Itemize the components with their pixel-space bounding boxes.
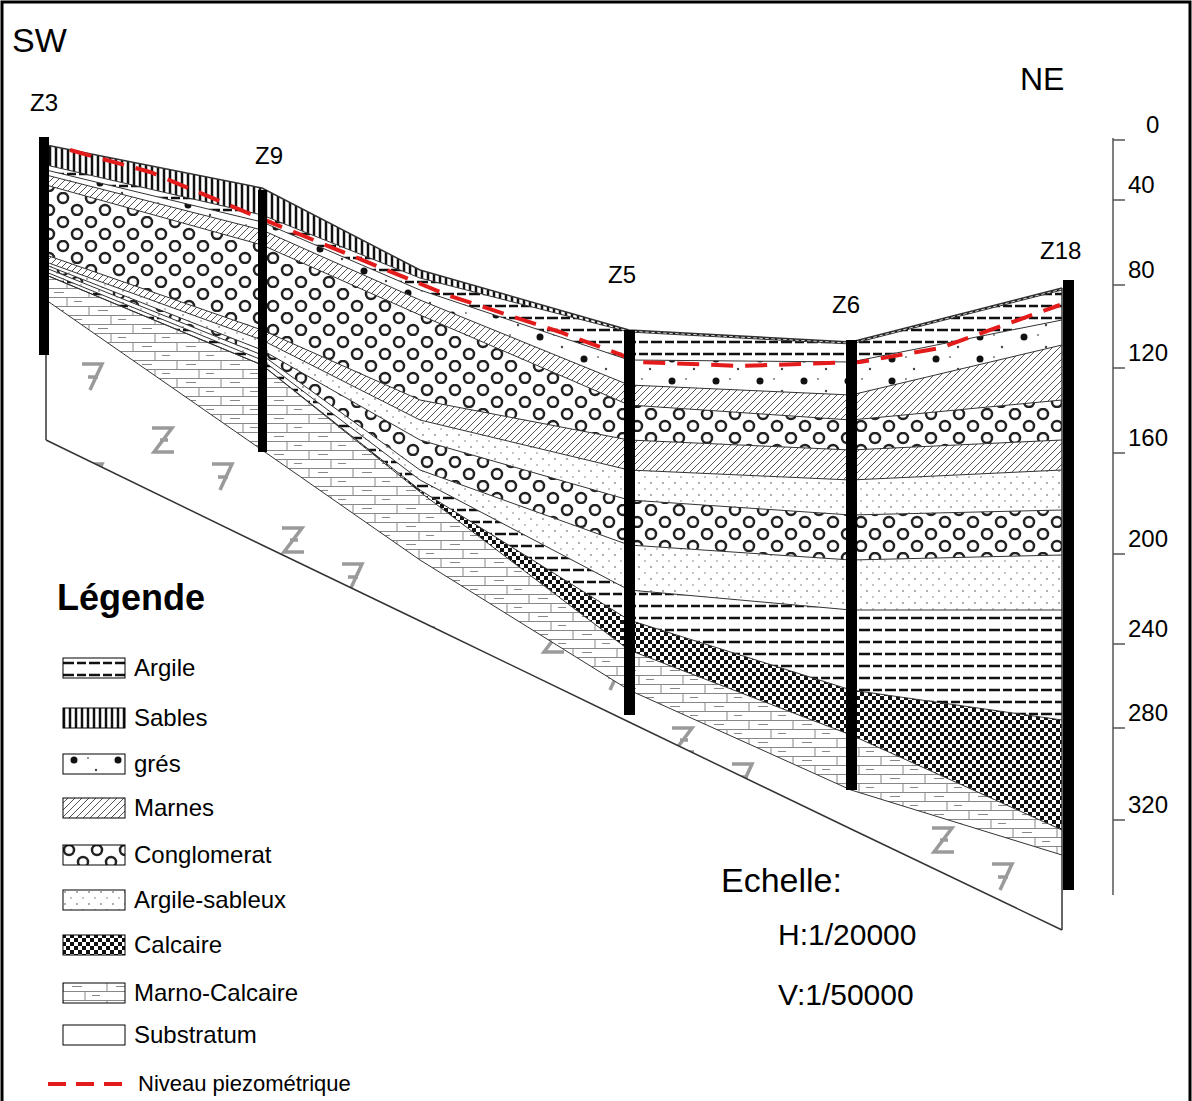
layer-boundary xyxy=(46,275,1062,830)
axis-tick xyxy=(1113,367,1125,369)
layer-boundaries xyxy=(46,145,1062,930)
axis-tick xyxy=(1113,452,1125,454)
axis-tick xyxy=(1113,139,1125,141)
layer-boundary xyxy=(46,265,1062,515)
depth-value: 200 xyxy=(1128,526,1168,552)
scale-title: Echelle: xyxy=(718,862,845,899)
direction-label: NE xyxy=(1020,62,1064,97)
borehole-label: Z6 xyxy=(832,292,860,318)
layer-bands xyxy=(46,145,1062,930)
legend-title: Légende xyxy=(57,578,205,618)
scale-value: H:1/20000 xyxy=(775,918,919,951)
legend-text: Argile-sableux xyxy=(134,887,286,913)
legend-text: Conglomerat xyxy=(134,842,271,868)
borehole xyxy=(1063,280,1074,890)
axis-tick xyxy=(1113,284,1125,286)
layer-boundary xyxy=(46,175,1062,395)
layer-band xyxy=(46,300,1062,930)
layer-boundary xyxy=(46,262,1062,480)
legend-text: Sables xyxy=(134,705,207,731)
piezometric-line xyxy=(70,150,1060,366)
axis-tick xyxy=(1113,727,1125,729)
borehole-label: Z9 xyxy=(255,143,283,169)
axis-tick xyxy=(1113,199,1125,201)
layer-band xyxy=(46,275,1062,855)
depth-value: 160 xyxy=(1128,425,1168,451)
legend-swatch xyxy=(46,1072,132,1096)
layer-boundary xyxy=(46,275,1062,720)
legend-text: grés xyxy=(134,751,181,777)
legend-text: Calcaire xyxy=(134,932,222,958)
depth-value: 80 xyxy=(1128,257,1155,283)
borehole xyxy=(258,190,267,452)
depth-value: 120 xyxy=(1128,340,1168,366)
layer-boundary xyxy=(46,170,1062,362)
layer-boundary xyxy=(46,255,1062,450)
legend-text: Marnes xyxy=(134,795,214,821)
legend-text: Argile xyxy=(134,655,195,681)
borehole xyxy=(846,340,857,790)
borehole xyxy=(624,330,635,715)
borehole-label: Z5 xyxy=(608,262,636,288)
section-edge xyxy=(1061,288,1063,930)
depth-value: 240 xyxy=(1128,616,1168,642)
direction-label: SW xyxy=(12,22,67,59)
layer-boundary xyxy=(46,268,1062,560)
depth-value: 40 xyxy=(1128,172,1155,198)
depth-value: 320 xyxy=(1128,792,1168,818)
axis-tick xyxy=(1113,643,1125,645)
layer-boundary xyxy=(46,185,1062,420)
borehole-label: Z18 xyxy=(1040,238,1081,264)
axis-tick xyxy=(1113,553,1125,555)
boreholes xyxy=(39,137,1074,890)
depth-axis xyxy=(1113,138,1125,895)
scale-value: V:1/50000 xyxy=(775,978,917,1011)
legend-text: Marno-Calcaire xyxy=(134,980,298,1006)
layer-boundary xyxy=(46,440,1062,930)
borehole xyxy=(39,137,49,355)
borehole-label: Z3 xyxy=(30,90,58,116)
axis-tick xyxy=(1113,819,1125,821)
layer-boundary xyxy=(46,272,1062,610)
depth-value: 280 xyxy=(1128,700,1168,726)
legend-text: Niveau piezométrique xyxy=(138,1072,351,1096)
depth-value: 0 xyxy=(1146,112,1159,138)
legend-text: Substratum xyxy=(134,1022,257,1048)
layer-boundary xyxy=(46,300,1062,855)
